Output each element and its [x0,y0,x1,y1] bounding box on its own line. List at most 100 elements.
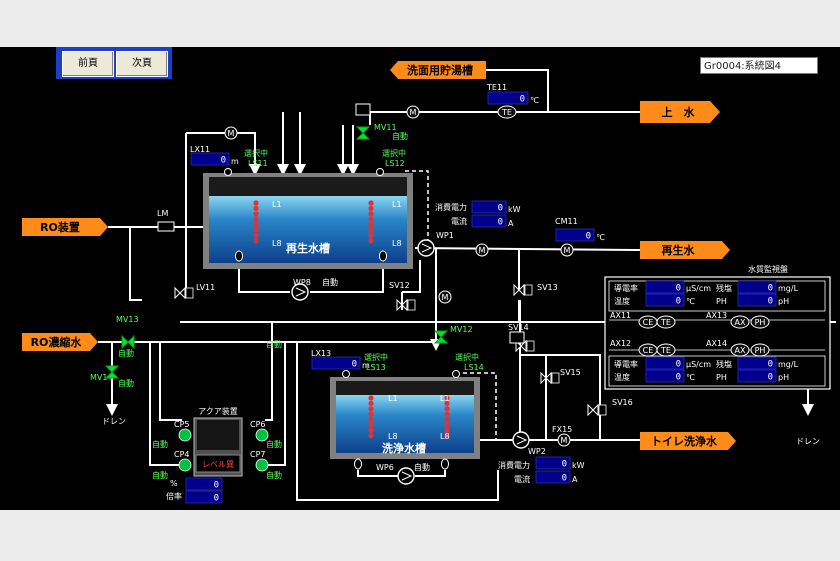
aqua-pump-icon[interactable] [178,458,192,472]
regen-tank-label: 再生水槽 [286,241,330,255]
next-page-button[interactable]: 次頁 [116,51,168,77]
analyzer-ax-icon[interactable] [730,343,750,357]
flow-meter-icon [157,221,175,232]
svg-text:m: m [231,157,239,166]
analyzer-label: AX [735,318,746,327]
svg-text:LS12: LS12 [385,159,405,168]
svg-text:CP7: CP7 [250,450,266,459]
actuator-icon [355,103,371,116]
flag-ro-concentrate[interactable]: RO濃縮水 [22,333,98,351]
value-q2_cl: 0 [768,360,773,370]
analyzer-ax-icon[interactable] [730,315,750,329]
svg-text:温度: 温度 [614,296,630,306]
svg-text:LM: LM [157,209,168,218]
flag-toilet-water[interactable]: トイレ洗浄水 [640,432,736,450]
level-led [444,427,450,433]
motor-label: M [479,246,486,255]
svg-text:上 水: 上 水 [662,105,696,119]
svg-text:mg/L: mg/L [778,360,799,369]
valve-icon[interactable] [121,334,135,350]
aqua-pump-icon[interactable] [255,428,269,442]
equipment-tags: TE11 LX11 LS11 LS12 MV11 LM WP1 WP8 SV12… [90,83,727,472]
svg-text:選択中: 選択中 [244,148,268,158]
svg-text:℃: ℃ [596,233,605,242]
prev-page-button[interactable]: 前頁 [62,51,114,77]
value-aqua_percent: 0 [214,481,219,491]
svg-text:SV15: SV15 [560,368,581,377]
svg-text:AX11: AX11 [610,311,631,320]
motor-icon[interactable] [438,290,452,304]
level-led [368,433,374,439]
motor-icon[interactable] [557,433,571,447]
analyzer-label: CE [643,346,654,355]
svg-text:L1: L1 [388,394,398,403]
mode-labels: 自動 選択中 選択中 自動 自動 自動 選択中 選択中 自動 自動 自動 自動 … [118,131,479,480]
svg-text:WP6: WP6 [376,463,394,472]
svg-text:FX15: FX15 [552,425,572,434]
solenoid-valve-icon[interactable] [174,286,186,300]
flag-ro-unit[interactable]: RO装置 [22,218,108,236]
analyzer-label: TE [660,346,671,355]
level-led [368,232,374,238]
float-switch-icon [376,168,384,176]
field-labels: 消費電力 電流 消費電力 電流 導電率 温度 残塩 PH 導電率 温度 残塩 P… [166,200,732,501]
svg-text:L8: L8 [392,239,402,248]
svg-text:自動: 自動 [322,277,338,287]
level-led [368,417,374,423]
svg-text:自動: 自動 [392,131,408,141]
svg-text:L1: L1 [440,394,450,403]
solenoid-valve-icon[interactable] [587,403,599,417]
svg-text:自動: 自動 [266,339,282,349]
valve-icon[interactable] [433,330,449,344]
analyzer-te-icon[interactable] [497,105,517,119]
solenoid-valve-icon[interactable] [513,283,525,297]
level-led [253,232,259,238]
aqua-pump-icon[interactable] [178,428,192,442]
value-box-q2_ph [737,369,777,383]
svg-text:導電率: 導電率 [614,283,638,293]
motor-icon[interactable] [406,105,420,119]
water-quality-panel [604,276,831,390]
svg-text:SV16: SV16 [612,398,633,407]
regen-water-tank [203,173,413,269]
aqua-pump-icon[interactable] [255,458,269,472]
float-switch-icon [224,168,232,176]
value-box-te11 [487,91,529,105]
level-led [368,200,374,206]
motor-icon[interactable] [224,126,238,140]
value-wp1_current: 0 [498,218,503,228]
valve-icon[interactable] [355,126,371,140]
svg-text:WP2: WP2 [528,447,546,456]
analyzer-te-icon[interactable] [656,315,676,329]
analyzer-ph-icon[interactable] [750,315,770,329]
analyzer-te-icon[interactable] [656,343,676,357]
motor-icon[interactable] [475,243,489,257]
solenoid-valve-icon[interactable] [540,371,552,385]
svg-text:残塩: 残塩 [716,283,732,293]
flag-washbasin-tank[interactable]: 洗面用貯湯槽 [390,61,486,79]
motor-label: M [442,293,449,302]
value-q2_temp: 0 [676,373,681,383]
level-abnormal-label: レベル異 [202,460,234,469]
value-wp2_current: 0 [562,474,567,484]
motor-label: M [564,246,571,255]
valve-icon[interactable] [104,365,120,379]
flag-reclaimed-water[interactable]: 再生水 [640,241,730,259]
level-led [444,400,450,406]
svg-text:洗面用貯湯槽: 洗面用貯湯槽 [407,63,473,77]
drain-right-label: ドレン [796,437,820,446]
solenoid-valve-icon[interactable] [396,298,408,312]
motor-icon[interactable] [560,243,574,257]
analyzer-ph-icon[interactable] [750,343,770,357]
svg-text:トイレ洗浄水: トイレ洗浄水 [651,434,718,448]
level-led [368,238,374,244]
svg-text:再生水: 再生水 [662,243,696,257]
svg-text:CP5: CP5 [174,420,190,429]
svg-text:mg/L: mg/L [778,284,799,293]
value-box-aqua_ratio [185,490,223,504]
level-indicators [253,200,450,439]
flag-city-water[interactable]: 上 水 [640,101,720,123]
